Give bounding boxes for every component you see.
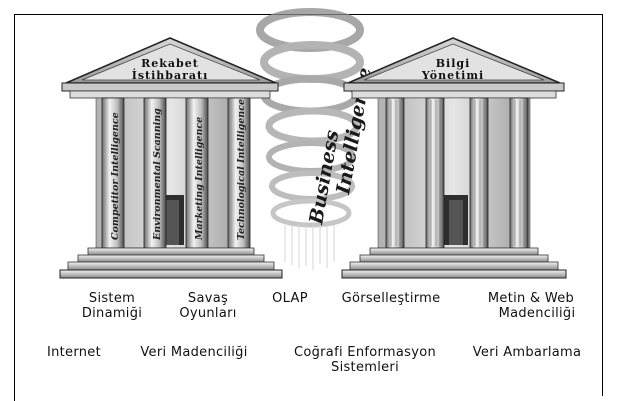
label-savas-line2: Oyunları (179, 306, 237, 321)
label-metin-line2: Madenciliği (498, 306, 576, 321)
column-technological: Technological Intelligence (236, 99, 247, 240)
label-sistem-line2: Dinamiği (81, 306, 143, 321)
label-veri-ambarlama: Veri Ambarlama (472, 345, 582, 360)
label-veri-madenciligi: Veri Madenciliği (140, 345, 248, 360)
right-temple: Bilgi Yönetimi (341, 37, 567, 279)
right-temple-title-1: Bilgi (436, 57, 471, 70)
left-temple: Rekabet İstihbaratı Competitor Intellige… (59, 37, 283, 279)
left-temple-title-1: Rekabet (141, 57, 199, 70)
label-sistem-line1: Sistem (88, 291, 136, 306)
label-savas-oyunlari: Savaş Oyunları (168, 291, 248, 321)
label-cografi-line2: Sistemleri (331, 360, 399, 375)
column-environmental: Environmental Scanning (152, 108, 163, 241)
label-internet: Internet (46, 345, 102, 360)
left-temple-title-2: İstihbaratı (132, 68, 209, 82)
label-gorsellestirme: Görselleştirme (341, 291, 441, 306)
label-savas-line1: Savaş (187, 291, 229, 306)
right-temple-title-2: Yönetimi (421, 69, 484, 82)
column-competitor: Competitor Intelligence (110, 112, 121, 240)
label-olap: OLAP (272, 291, 308, 306)
label-cografi-line1: Coğrafi Enformasyon (293, 345, 436, 360)
spiral-graphic (256, 8, 364, 270)
label-metin-web: Metin & Web Madenciliği (466, 291, 596, 321)
label-metin-line1: Metin & Web (487, 291, 575, 306)
label-cografi: Coğrafi Enformasyon Sistemleri (270, 345, 460, 375)
column-marketing: Marketing Intelligence (194, 117, 205, 241)
label-sistem-dinamigi: Sistem Dinamiği (72, 291, 152, 321)
frame-edge (14, 380, 15, 401)
